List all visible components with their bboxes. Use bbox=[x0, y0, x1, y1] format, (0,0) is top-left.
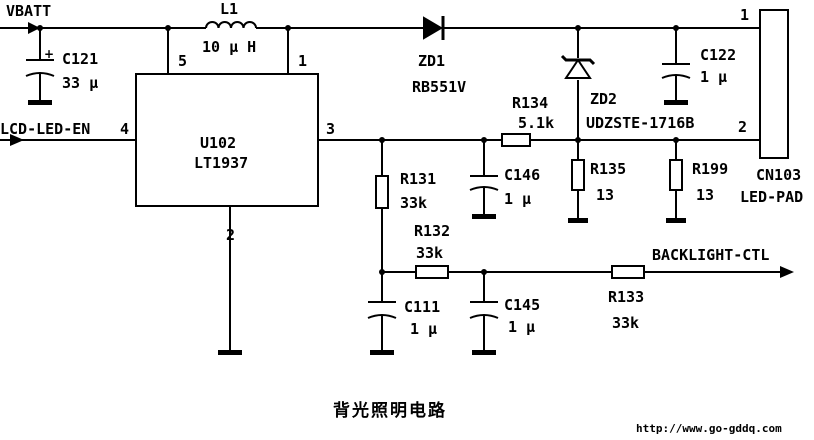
u102-ref: U102 bbox=[200, 134, 236, 152]
lcd-led-en-label: LCD-LED-EN bbox=[0, 120, 90, 138]
l1-value: 10 μ H bbox=[202, 38, 256, 56]
r131-symbol bbox=[375, 175, 389, 209]
r135-ref: R135 bbox=[590, 160, 626, 178]
r134-ref: R134 bbox=[512, 94, 548, 112]
r199-ref: R199 bbox=[692, 160, 728, 178]
r132-value: 33k bbox=[416, 244, 443, 262]
watermark-url: http://www.go-gddq.com bbox=[636, 422, 782, 435]
cn103-pin2: 2 bbox=[738, 118, 747, 136]
c111-ref: C111 bbox=[404, 298, 440, 316]
c121-ref: C121 bbox=[62, 50, 98, 68]
c145-ref: C145 bbox=[504, 296, 540, 314]
c121-symbol: + bbox=[25, 47, 55, 77]
r132-ref: R132 bbox=[414, 222, 450, 240]
c111-symbol bbox=[367, 301, 397, 319]
zd2-value: UDZSTE-1716B bbox=[586, 114, 694, 132]
r133-ref: R133 bbox=[608, 288, 644, 306]
c146-ref: C146 bbox=[504, 166, 540, 184]
zd2-ref: ZD2 bbox=[590, 90, 617, 108]
u102-pin5: 5 bbox=[178, 52, 187, 70]
c111-value: 1 μ bbox=[410, 320, 437, 338]
r131-value: 33k bbox=[400, 194, 427, 212]
vbatt-label: VBATT bbox=[6, 2, 51, 20]
u102-pin4: 4 bbox=[120, 120, 129, 138]
zd1-symbol bbox=[423, 16, 445, 40]
cn103-value: LED-PAD bbox=[740, 188, 803, 206]
diagram-caption: 背光照明电路 bbox=[333, 400, 447, 421]
svg-text:+: + bbox=[44, 47, 54, 61]
u102-pin1: 1 bbox=[298, 52, 307, 70]
r135-value: 13 bbox=[596, 186, 614, 204]
u102-pin3: 3 bbox=[326, 120, 335, 138]
c146-symbol bbox=[469, 175, 499, 191]
backlight-arrow bbox=[780, 266, 794, 278]
zd1-ref: ZD1 bbox=[418, 52, 445, 70]
r135-symbol bbox=[571, 159, 585, 191]
u102-pin2: 2 bbox=[226, 226, 235, 244]
junctions bbox=[37, 25, 679, 275]
r132-symbol bbox=[415, 265, 449, 279]
c145-symbol bbox=[469, 301, 499, 319]
r134-value: 5.1k bbox=[518, 114, 554, 132]
r131-ref: R131 bbox=[400, 170, 436, 188]
c145-value: 1 μ bbox=[508, 318, 535, 336]
l1-symbol bbox=[205, 21, 257, 29]
cn103-ref: CN103 bbox=[756, 166, 801, 184]
cn103-connector bbox=[759, 9, 789, 159]
cn103-pin1: 1 bbox=[740, 6, 749, 24]
zd2-symbol bbox=[560, 54, 596, 79]
r199-symbol bbox=[669, 159, 683, 191]
c146-value: 1 μ bbox=[504, 190, 531, 208]
ground-symbols bbox=[28, 100, 688, 355]
c122-value: 1 μ bbox=[700, 68, 727, 86]
u102-box bbox=[135, 73, 319, 207]
zd1-value: RB551V bbox=[412, 78, 466, 96]
u102-part: LT1937 bbox=[194, 154, 248, 172]
r199-value: 13 bbox=[696, 186, 714, 204]
c121-value: 33 μ bbox=[62, 74, 98, 92]
l1-ref: L1 bbox=[220, 0, 238, 18]
c122-symbol bbox=[661, 63, 691, 79]
c122-ref: C122 bbox=[700, 46, 736, 64]
vbatt-arrow bbox=[28, 22, 40, 34]
backlight-ctl-label: BACKLIGHT-CTL bbox=[652, 246, 769, 264]
lcd-led-en-arrow bbox=[10, 134, 24, 146]
r134-symbol bbox=[501, 133, 531, 147]
r133-symbol bbox=[611, 265, 645, 279]
r133-value: 33k bbox=[612, 314, 639, 332]
